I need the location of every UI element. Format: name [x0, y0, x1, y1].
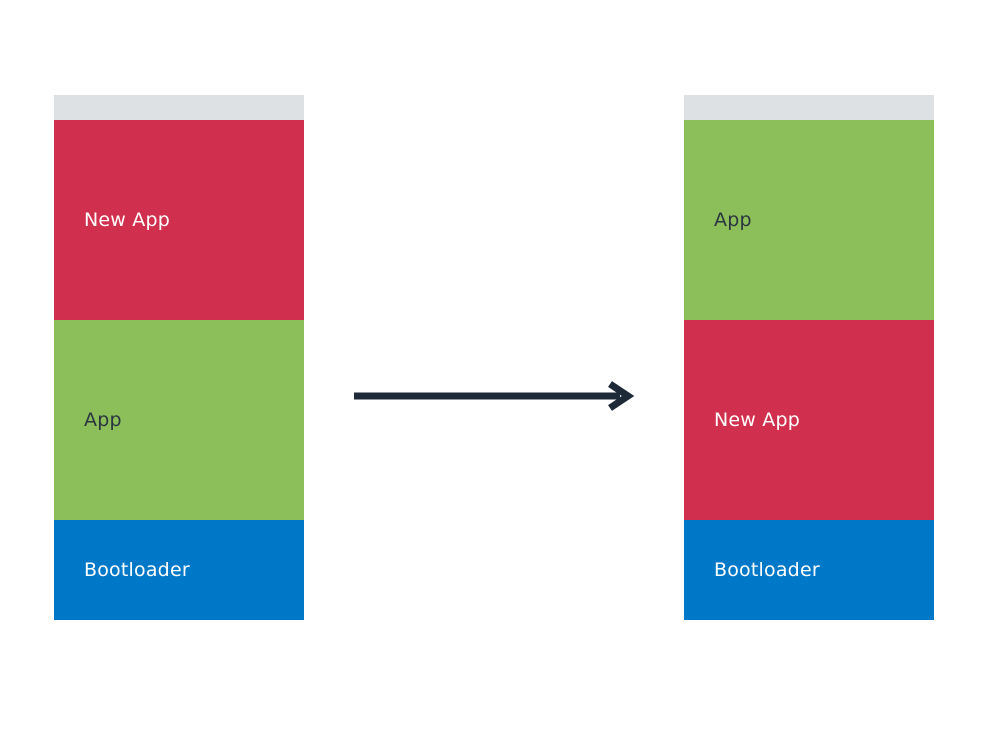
block-label: New App	[84, 209, 171, 231]
memory-block-bootloader: Bootloader	[684, 520, 934, 620]
block-label: App	[714, 209, 752, 231]
arrow-right-icon	[354, 381, 635, 411]
block-label: New App	[714, 409, 801, 431]
block-label: App	[84, 409, 122, 431]
memory-block-new-app: New App	[684, 320, 934, 520]
arrow-head	[608, 381, 635, 411]
memory-block-bootloader: Bootloader	[54, 520, 304, 620]
reserved-block	[54, 95, 304, 120]
memory-block-app: App	[684, 120, 934, 320]
memory-block-new-app: New App	[54, 120, 304, 320]
block-label: Bootloader	[714, 559, 820, 581]
memory-layout-before: New App App Bootloader	[54, 95, 304, 620]
memory-block-app: App	[54, 320, 304, 520]
reserved-block	[684, 95, 934, 120]
memory-layout-after: App New App Bootloader	[684, 95, 934, 620]
block-label: Bootloader	[84, 559, 190, 581]
